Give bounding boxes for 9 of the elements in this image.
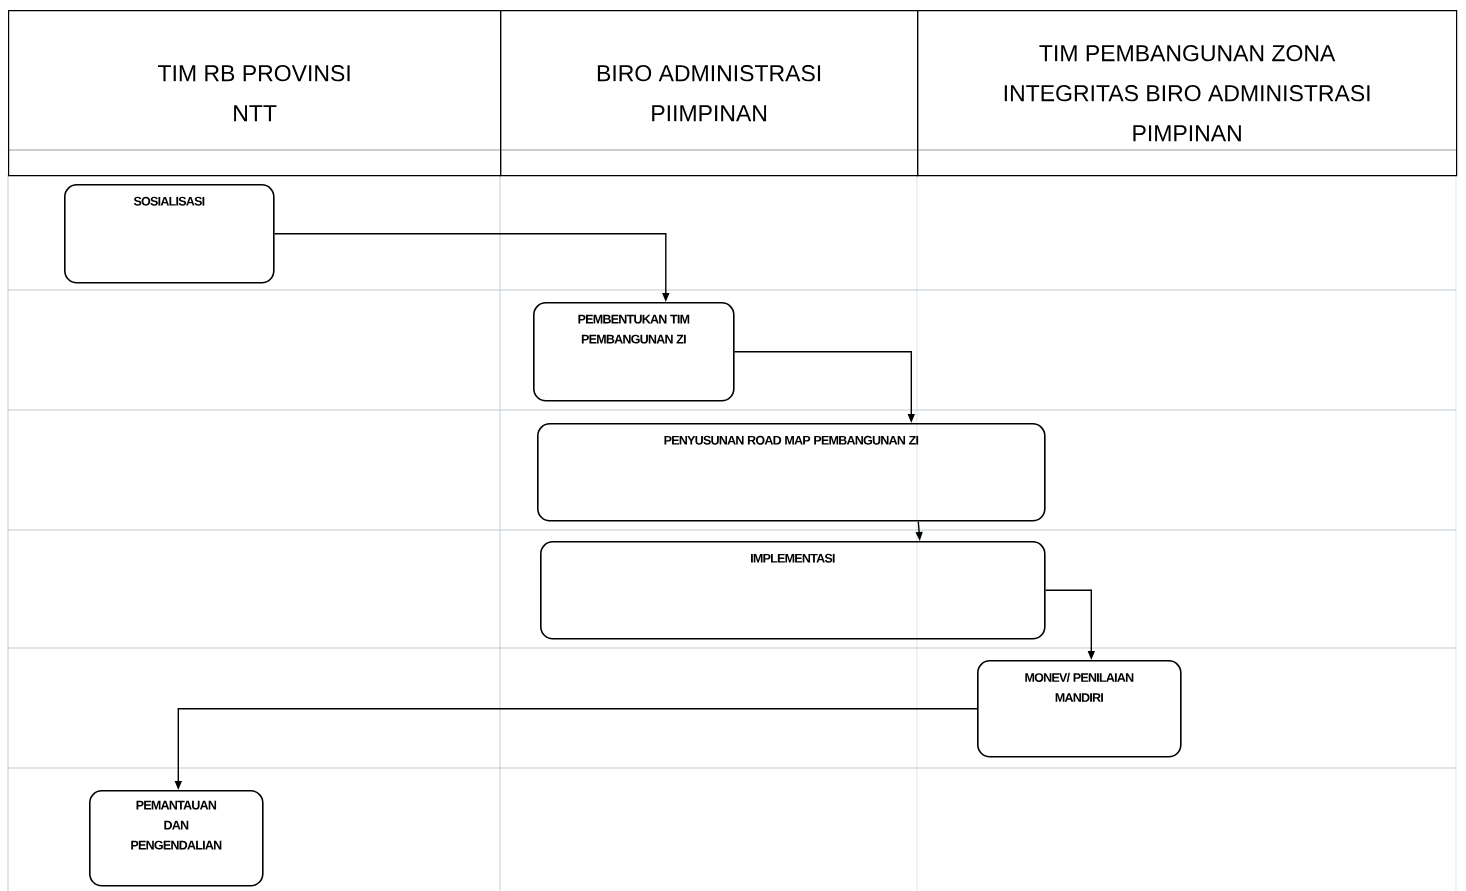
lane-header: TIM PEMBANGUNAN ZONA INTEGRITAS BIRO ADMINISTRASI PIMPINAN <box>917 10 1458 177</box>
process-box: PENYUSUNAN ROAD MAP PEMBANGUNAN ZI <box>537 423 1046 522</box>
lane-header: BIRO ADMINISTRASI PIIMPINAN <box>500 10 919 177</box>
lane-header: TIM RB PROVINSI NTT <box>8 10 502 177</box>
process-box: SOSIALISASI <box>64 184 275 284</box>
process-box: IMPLEMENTASI <box>540 541 1046 640</box>
process-box: PEMANTAUAN DAN PENGENDALIAN <box>89 790 264 887</box>
process-box: MONEV/ PENILAIAN MANDIRI <box>977 660 1182 758</box>
process-box: PEMBENTUKAN TIM PEMBANGUNAN ZI <box>533 302 735 402</box>
